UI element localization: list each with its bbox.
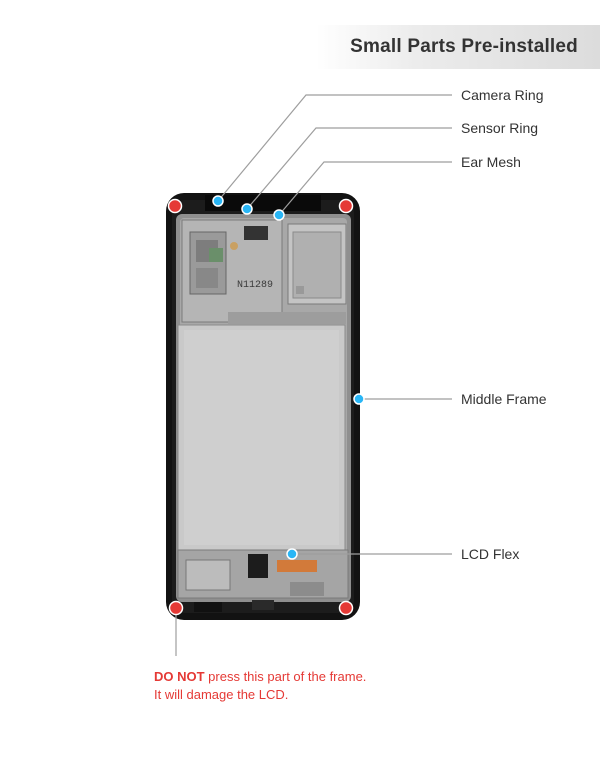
sensor-ring-label: Sensor Ring [461,120,539,136]
ear-mesh-leader [278,161,452,216]
frame-marking: N11289 [237,280,273,291]
banner-title: Small Parts Pre-installed [350,36,578,57]
leader-lines [175,94,452,656]
camera-ring-leader [217,94,452,202]
upper-board-area [181,219,347,324]
corner-bottom-right-marker [338,600,354,616]
corner-warning-markers [167,198,354,616]
warning-line-1-rest: press this part of the frame. [204,669,367,684]
lcd-flex-label: LCD Flex [461,546,520,562]
sensor-ring-leader [246,127,452,210]
corner-bottom-left-marker [168,600,184,616]
callout-markers [212,195,365,560]
ear-mesh-label: Ear Mesh [461,154,521,170]
warning-line-1: DO NOT press this part of the frame. [154,668,366,686]
lower-board-area [177,549,349,612]
warning-note: DO NOT press this part of the frame. It … [154,668,366,704]
corner-top-left-marker [167,198,183,214]
title-banner: Small Parts Pre-installed [316,25,600,69]
ear-mesh-marker [273,209,285,221]
corner-top-right-marker [338,198,354,214]
middle-frame-label: Middle Frame [461,391,547,407]
middle-frame-marker [353,393,365,405]
lcd-flex-marker [286,548,298,560]
lcd-back-panel [177,324,346,551]
camera-ring-marker [212,195,224,207]
sensor-ring-marker [241,203,253,215]
warning-line-2: It will damage the LCD. [154,687,289,702]
camera-ring-label: Camera Ring [461,87,544,103]
warning-strong: DO NOT [154,669,205,684]
